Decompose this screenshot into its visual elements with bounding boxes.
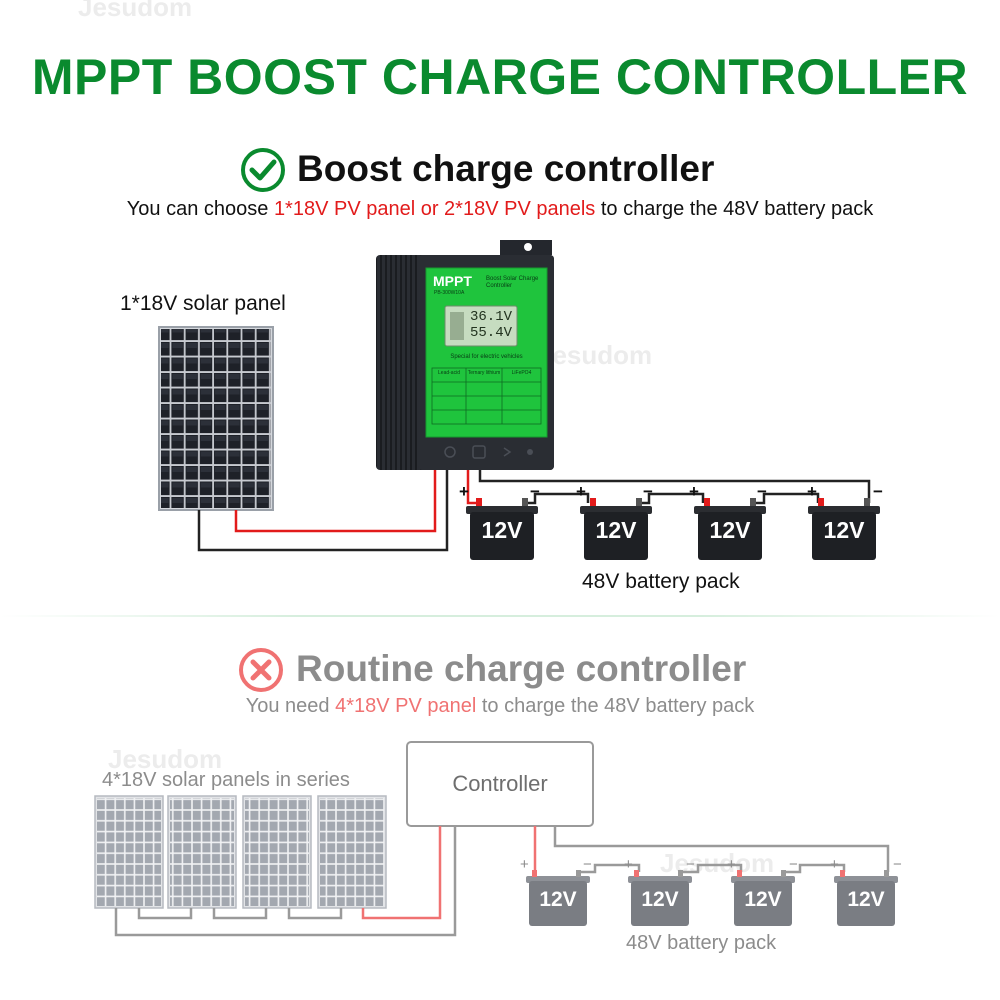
battery-4: [808, 498, 880, 560]
battery-4-voltage: 12V: [823, 517, 865, 543]
routine-diagram: [94, 741, 898, 937]
boost-diagram: [158, 240, 880, 560]
battery-3-voltage: 12V: [709, 517, 751, 543]
boost-subtitle: You can choose 1*18V PV panel or 2*18V P…: [0, 198, 1000, 221]
routine-battery-4-voltage: 12V: [847, 888, 885, 911]
routine-series-3: [287, 908, 343, 920]
routine-battery-3-plus: +: [727, 856, 736, 873]
watermark-bottom-left: Jesudom: [108, 744, 223, 774]
controller-description-line1: Boost Solar Charge: [486, 276, 539, 282]
routine-controller-label: Controller: [452, 771, 548, 796]
watermark-mid: Jesudom: [538, 340, 653, 370]
table-header-lifepo4: LiFePO4: [511, 370, 532, 376]
routine-series-1: [137, 908, 193, 920]
page-title: MPPT BOOST CHARGE CONTROLLER: [31, 49, 969, 105]
controller-button-4: [527, 449, 533, 455]
battery-1-minus: −: [530, 482, 540, 501]
boost-battery-pack-label: 48V battery pack: [582, 570, 740, 593]
battery-3-plus: +: [689, 482, 699, 501]
routine-battery-1-plus: +: [520, 856, 529, 873]
routine-heading: Routine charge controller: [296, 648, 747, 689]
section-divider: [0, 615, 1000, 617]
routine-panels-label: 4*18V solar panels in series: [102, 769, 350, 791]
controller-special-note: Special for electric vehicles: [450, 354, 523, 360]
boost-subtitle-highlight: 1*18V PV panel or 2*18V PV panels: [273, 198, 596, 220]
routine-subtitle: You need 4*18V PV panel to charge the 48…: [0, 695, 1000, 718]
routine-solar-panel-4: [317, 795, 387, 909]
routine-battery-2-voltage: 12V: [641, 888, 679, 911]
check-circle-icon: [241, 148, 285, 192]
routine-subtitle-before: You need: [245, 695, 336, 717]
controller-model: PB-300W10A: [434, 290, 465, 296]
controller-button-3: [503, 447, 512, 457]
controller-button-2: [472, 445, 486, 459]
table-header-ternary-lithium: Ternary lithium: [467, 370, 501, 376]
battery-4-minus: −: [873, 482, 883, 501]
boost-subtitle-after: to charge the 48V battery pack: [595, 198, 874, 220]
controller-button-1: [444, 446, 456, 458]
routine-subtitle-after: to charge the 48V battery pack: [476, 695, 755, 717]
controller-description-line2: Controller: [486, 283, 513, 289]
routine-battery-series-2: [683, 863, 743, 874]
routine-solar-panel-1: [94, 795, 164, 909]
routine-battery-2-minus: −: [686, 856, 695, 873]
boost-heading-row: Boost charge controller: [240, 145, 760, 195]
wire-panel-positive: [234, 470, 437, 533]
routine-panel-positive: [361, 826, 442, 920]
routine-heading-row: Routine charge controller: [238, 645, 778, 695]
routine-battery-series-1: [580, 863, 641, 874]
battery-1-voltage: 12V: [481, 517, 523, 543]
routine-controller-negative: [553, 826, 890, 872]
routine-battery-4-plus: +: [830, 856, 839, 873]
routine-solar-panel-2: [167, 795, 237, 909]
controller-brand: MPPT: [433, 273, 472, 289]
routine-battery-1-minus: −: [583, 856, 592, 873]
battery-4-plus: +: [807, 482, 817, 501]
x-circle-icon: [239, 648, 283, 692]
battery-2-minus: −: [643, 482, 653, 501]
routine-battery-1-voltage: 12V: [539, 888, 577, 911]
wire-controller-negative: [478, 470, 871, 503]
lcd-line1: 36.1V: [470, 309, 513, 325]
wire-series-1: [523, 492, 590, 505]
routine-subtitle-highlight: 4*18V PV panel: [335, 695, 477, 717]
wire-series-3: [753, 492, 820, 505]
boost-panel-label: 1*18V solar panel: [120, 292, 286, 315]
routine-battery-3-minus: −: [789, 856, 798, 873]
table-header-lead-acid: Lead-acid: [438, 370, 460, 376]
routine-battery-1: [526, 870, 590, 926]
routine-battery-2: [628, 870, 692, 926]
battery-2-plus: +: [576, 482, 586, 501]
wire-panel-negative: [197, 470, 449, 552]
routine-panel-negative: [114, 826, 457, 937]
battery-1-plus: +: [459, 482, 469, 501]
routine-battery-2-plus: +: [624, 856, 633, 873]
routine-solar-panel-3: [242, 795, 312, 909]
routine-battery-4-minus: −: [893, 856, 902, 873]
boost-subtitle-before: You can choose: [126, 198, 274, 220]
routine-battery-4: [834, 870, 898, 926]
boost-heading: Boost charge controller: [297, 148, 715, 189]
wire-series-2: [639, 492, 705, 505]
battery-3: [694, 498, 766, 560]
solar-panel: [158, 326, 274, 511]
routine-battery-3: [731, 870, 795, 926]
wire-controller-positive: [466, 470, 478, 505]
routine-battery-3-voltage: 12V: [744, 888, 782, 911]
routine-battery-pack-label: 48V battery pack: [626, 932, 777, 954]
watermark-top: Jesudom: [78, 0, 193, 22]
battery-1: [466, 498, 538, 560]
controller-device: [376, 240, 554, 470]
battery-3-minus: −: [757, 482, 767, 501]
battery-2: [580, 498, 652, 560]
routine-battery-series-3: [786, 863, 846, 874]
lcd-line2: 55.4V: [470, 325, 513, 341]
routine-controller-box: [406, 741, 594, 827]
routine-series-2: [212, 908, 268, 920]
battery-2-voltage: 12V: [595, 517, 637, 543]
